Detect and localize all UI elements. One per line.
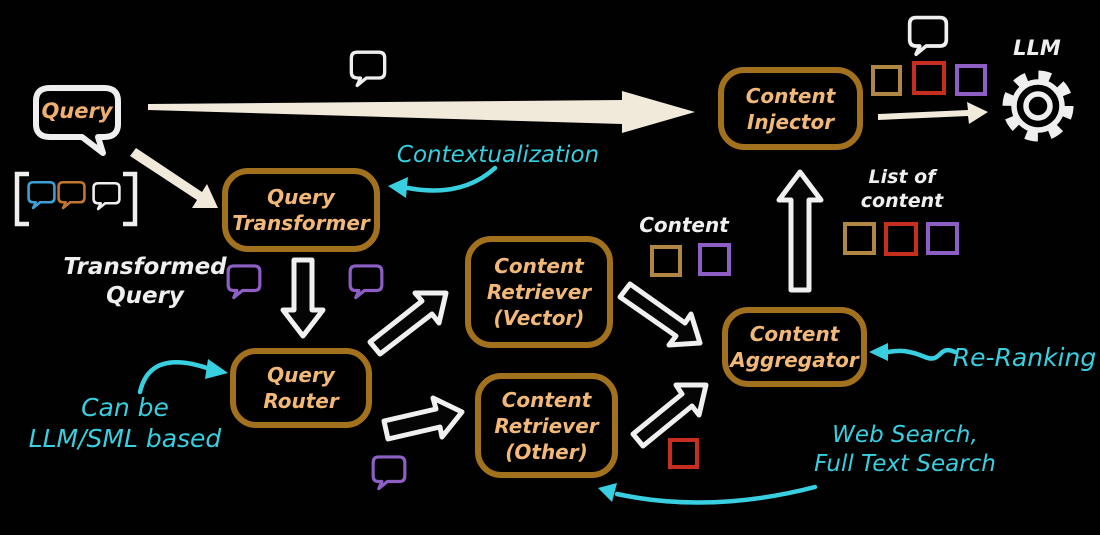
left-bracket-icon: [14, 171, 29, 227]
red-square-icon: [668, 438, 699, 469]
arrow-vector-to-aggregator: [617, 281, 703, 348]
web-search-label: Web Search, Full Text Search: [814, 422, 996, 477]
tan-square-icon: [650, 245, 682, 277]
arrow-injector-to-llm: [878, 102, 988, 124]
white-speech-bubble-icon: [907, 15, 949, 57]
arrow-other-to-aggregator: [630, 382, 709, 449]
tan-square-icon: [843, 222, 876, 255]
query-transformer-box: Query Transformer: [222, 168, 380, 252]
arrowhead-re-ranking: [869, 343, 888, 361]
query-router-box: Query Router: [230, 348, 372, 428]
gear-icon: [1002, 70, 1074, 142]
re-ranking-label: Re-Ranking: [952, 343, 1097, 372]
arrowhead-contextualization: [388, 177, 408, 198]
can-be-llm-sml-label: Can be LLM/SML based: [28, 393, 222, 454]
content-retriever-other-box: Content Retriever (Other): [475, 373, 618, 478]
purple-speech-bubble-icon: [348, 264, 384, 300]
arrow-router-to-vector: [367, 290, 449, 357]
arrow-re-ranking-pointer: [885, 347, 958, 361]
query-bubble-icon: [33, 85, 121, 156]
purple-speech-bubble-icon: [371, 455, 407, 491]
white-speech-bubble-icon: [349, 50, 387, 88]
arrow-query-to-injector: [148, 91, 695, 133]
content-aggregator-box: Content Aggregator: [722, 307, 867, 387]
content-label: Content: [639, 213, 729, 237]
content-retriever-vector-box: Content Retriever (Vector): [465, 236, 613, 348]
arrow-aggregator-to-injector: [776, 169, 824, 293]
red-square-icon: [912, 61, 946, 95]
arrow-transformer-to-router: [280, 257, 326, 339]
arrowhead-web-search: [598, 483, 617, 502]
content-injector-box: Content Injector: [718, 67, 863, 150]
llm-label: LLM: [1013, 36, 1061, 60]
right-bracket-icon: [123, 171, 138, 227]
purple-speech-bubble-icon: [226, 264, 262, 300]
orange-speech-bubble-icon: [57, 180, 86, 210]
contextualization-label: Contextualization: [396, 142, 600, 168]
transformed-query-label: Transformed Query: [63, 254, 227, 309]
arrow-can-be-pointer: [137, 360, 213, 395]
list-of-content-label: List of content: [860, 166, 944, 212]
arrow-router-to-other: [381, 395, 465, 442]
arrowhead-can-be: [205, 359, 228, 379]
arrow-query-to-transformer: [130, 148, 218, 208]
red-square-icon: [884, 222, 918, 256]
purple-square-icon: [926, 222, 959, 255]
tan-square-icon: [871, 65, 902, 96]
bracket-icons: [14, 171, 138, 227]
purple-square-icon: [955, 64, 987, 96]
query-bubble-label: Query: [41, 99, 113, 123]
arrow-contextualization-pointer: [405, 165, 498, 193]
purple-square-icon: [698, 243, 731, 276]
arrow-web-search-pointer: [614, 484, 818, 505]
white-speech-bubble-icon: [92, 181, 121, 211]
blue-speech-bubble-icon: [27, 180, 56, 210]
